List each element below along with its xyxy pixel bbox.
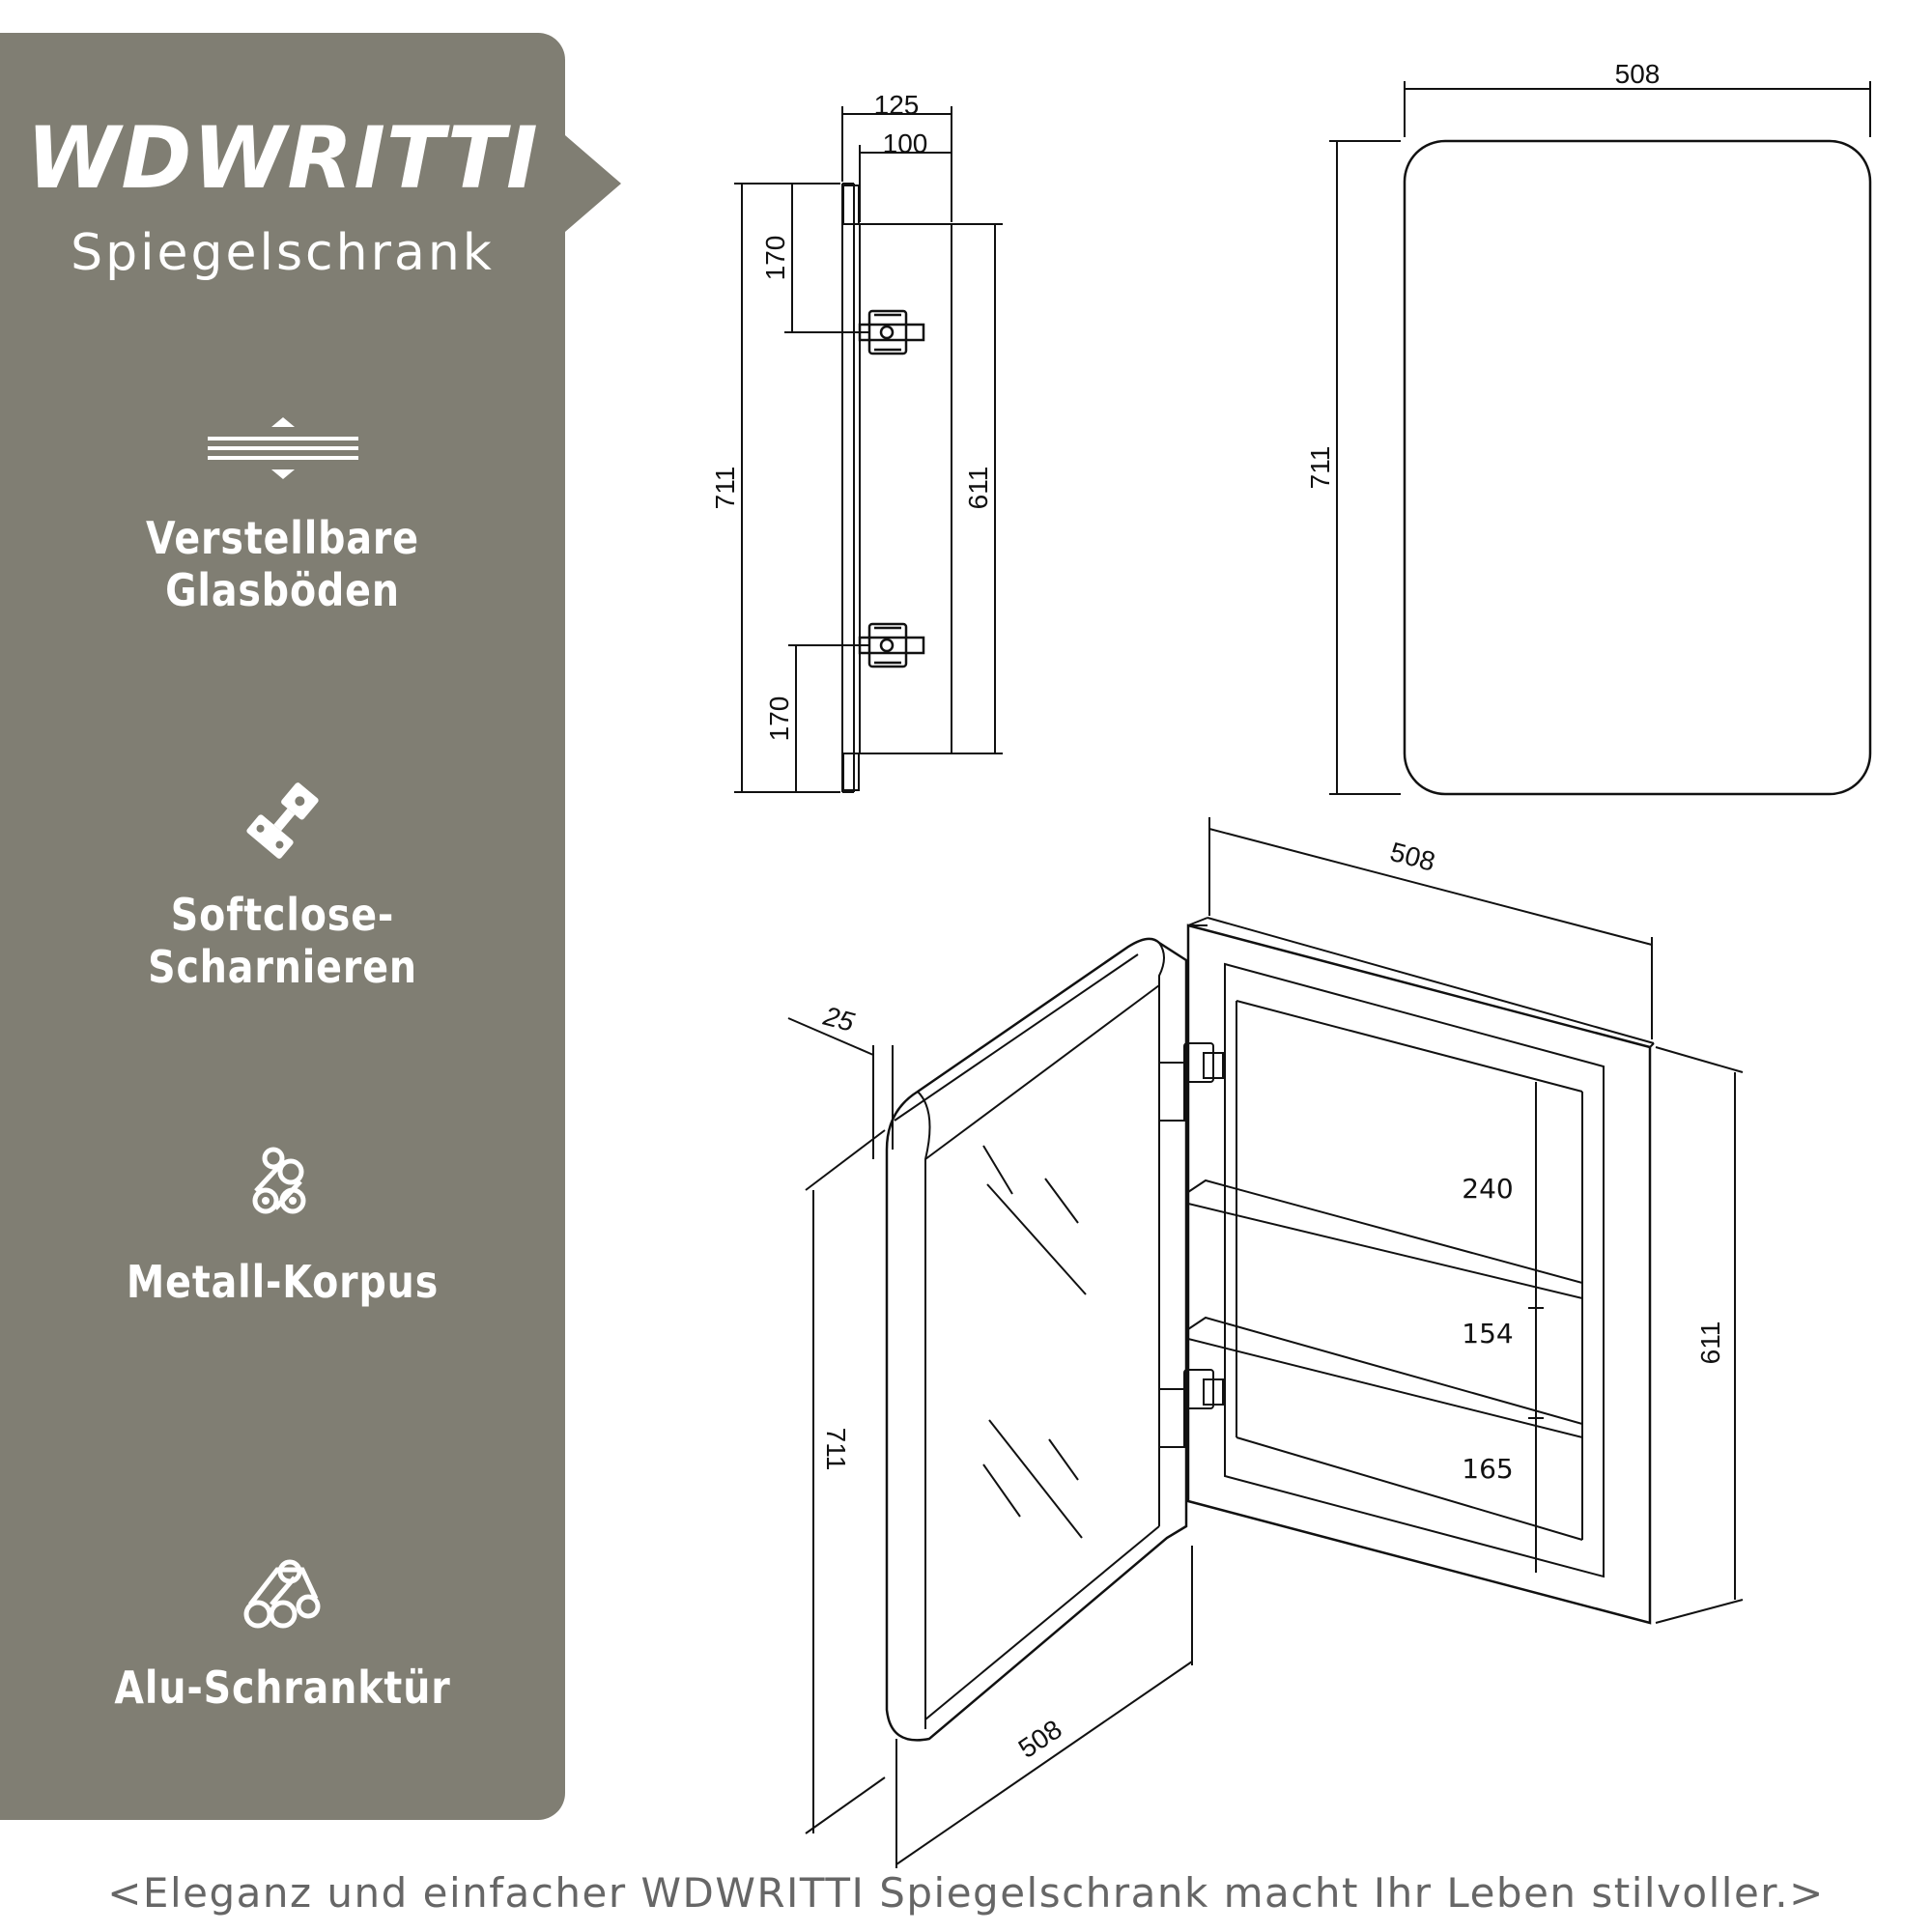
- dim-body-width: 508: [1387, 837, 1438, 877]
- dim-shelf-gap-bottom: 165: [1462, 1453, 1513, 1485]
- perspective-view: [787, 817, 1744, 1868]
- brand-name: WDWRITTI: [26, 108, 539, 208]
- dim-height-body: 611: [963, 467, 993, 510]
- panel-arrow: [565, 135, 621, 232]
- dim-shelf-gap-top: 240: [1462, 1173, 1513, 1205]
- dim-depth-body: 100: [883, 128, 928, 158]
- dim-shelf-gap-middle: 154: [1462, 1318, 1513, 1350]
- feature-label-door: Alu-Schranktür: [114, 1662, 451, 1714]
- dim-door-height: 711: [821, 1428, 851, 1471]
- dim-door-thickness: 25: [819, 1001, 857, 1037]
- adjustable-shelf-icon: [0, 415, 565, 487]
- hinge-icon: [1158, 1042, 1224, 1122]
- feature-label-hinges: Softclose-Scharnieren: [148, 889, 417, 993]
- dim-height-total: 711: [710, 467, 740, 510]
- footer-slogan: <Eleganz und einfacher WDWRITTI Spiegels…: [107, 1869, 1825, 1917]
- dim-front-width: 508: [1615, 59, 1661, 89]
- hinge-icon: [1158, 1369, 1224, 1448]
- feature-label-body: Metall-Korpus: [126, 1256, 440, 1308]
- front-view: [1329, 81, 1872, 796]
- dim-hinge-top: 170: [760, 236, 790, 281]
- side-view: [734, 106, 1003, 793]
- dim-depth-total: 125: [874, 90, 920, 120]
- brand-subtitle: Spiegelschrank: [71, 224, 495, 282]
- dim-door-width: 508: [1013, 1714, 1067, 1764]
- dim-body-height: 611: [1695, 1321, 1725, 1365]
- feature-label-shelves: Verstellbare Glasböden: [146, 512, 419, 616]
- feature-panel: [0, 33, 565, 1820]
- hinge-icon: [0, 778, 565, 868]
- metal-rods-icon: [0, 1145, 565, 1226]
- dim-front-height: 711: [1305, 446, 1335, 490]
- dim-hinge-bottom: 170: [764, 696, 794, 742]
- aluminium-rods-icon: [0, 1550, 565, 1635]
